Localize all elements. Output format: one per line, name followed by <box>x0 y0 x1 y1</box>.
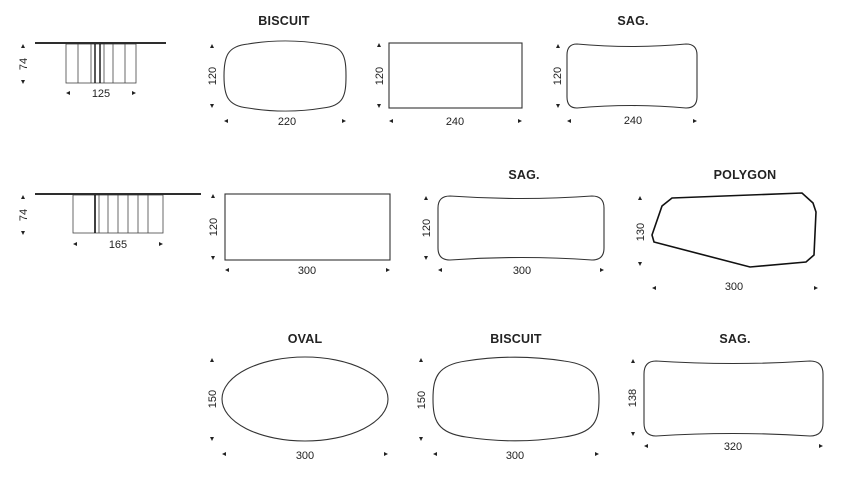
height-label: 138 <box>627 389 639 407</box>
height-label: 74 <box>18 209 30 221</box>
width-label: 300 <box>296 450 314 462</box>
oval-top-outline <box>221 356 389 442</box>
sag-320x138: SAG. 138 320 <box>627 332 824 453</box>
height-label: 130 <box>635 223 647 241</box>
sag-300x120: SAG. 120 300 <box>421 168 605 277</box>
height-label: 120 <box>374 67 386 85</box>
width-label: 300 <box>513 265 531 277</box>
width-label: 300 <box>298 265 316 277</box>
height-label: 120 <box>208 218 220 236</box>
polygon-300x130: POLYGON 130 300 <box>635 168 818 293</box>
side-view-small: 74 125 <box>18 42 166 100</box>
biscuit-300x150: BISCUIT 150 300 <box>416 332 600 462</box>
shape-title: SAG. <box>508 168 539 182</box>
width-label: 220 <box>278 116 296 128</box>
height-label: 120 <box>552 67 564 85</box>
width-label: 240 <box>446 116 464 128</box>
rectangle-top-outline <box>388 42 523 109</box>
width-label: 165 <box>109 239 127 251</box>
height-label: 120 <box>421 219 433 237</box>
biscuit-top-outline <box>432 356 600 442</box>
height-label: 150 <box>207 390 219 408</box>
biscuit-top-outline <box>223 40 347 112</box>
width-label: 320 <box>724 441 742 453</box>
side-view-large: 74 165 <box>18 193 201 251</box>
table-base <box>65 43 137 84</box>
rectangle-300x120: 120 300 <box>208 193 391 277</box>
sag-top-outline <box>437 195 605 261</box>
polygon-top-outline <box>651 192 817 268</box>
height-label: 150 <box>416 391 428 409</box>
width-label: 300 <box>725 281 743 293</box>
shape-title: BISCUIT <box>258 14 310 28</box>
shape-title: SAG. <box>617 14 648 28</box>
height-label: 74 <box>18 58 30 70</box>
shape-title: BISCUIT <box>490 332 542 346</box>
biscuit-220x120: BISCUIT 120 220 <box>207 14 347 128</box>
shape-title: SAG. <box>719 332 750 346</box>
sag-240x120: SAG. 120 240 <box>552 14 698 127</box>
oval-300x150: OVAL 150 300 <box>207 332 389 462</box>
sag-top-outline <box>643 360 824 437</box>
shape-title: OVAL <box>288 332 323 346</box>
width-label: 125 <box>92 88 110 100</box>
shape-title: POLYGON <box>714 168 777 182</box>
rectangle-top-outline <box>224 193 391 261</box>
sag-top-outline <box>566 43 698 109</box>
width-label: 300 <box>506 450 524 462</box>
rectangle-240x120: 120 240 <box>374 42 523 128</box>
width-label: 240 <box>624 115 642 127</box>
height-label: 120 <box>207 67 219 85</box>
